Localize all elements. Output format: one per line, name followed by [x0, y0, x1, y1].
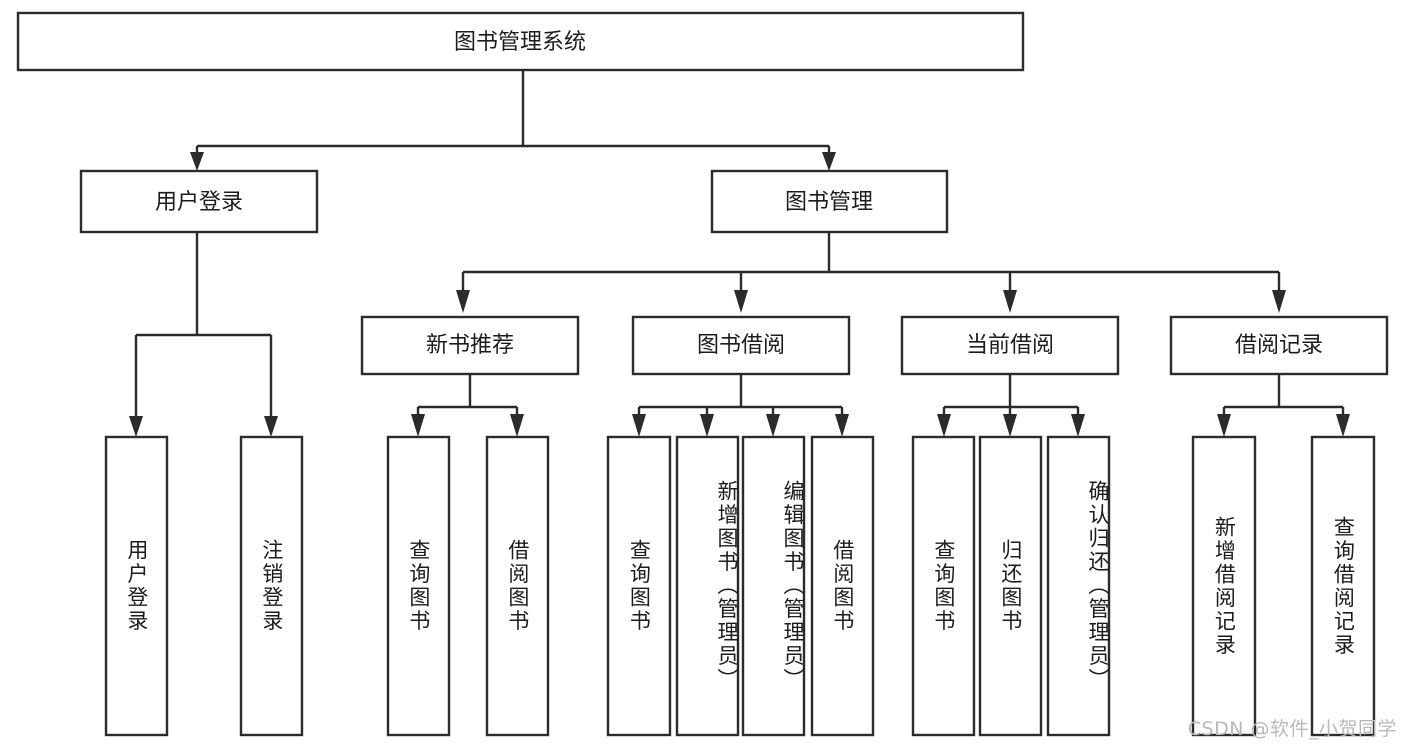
arrow-head-leaf-edit-book	[766, 414, 780, 437]
node-box-book-management[interactable]	[710, 169, 949, 234]
node-box-leaf-add-record[interactable]	[1191, 435, 1257, 737]
node-borrow-record[interactable]: 借阅记录	[1169, 315, 1389, 376]
arrow-head-leaf-borrow-book-2	[835, 414, 849, 437]
node-label-book-management: 图书管理	[785, 190, 873, 215]
node-new-book-recommend[interactable]: 新书推荐	[360, 315, 580, 376]
node-box-leaf-query-book-1[interactable]	[386, 435, 451, 737]
arrow-head-leaf-query-book-3	[937, 414, 951, 437]
node-root[interactable]: 图书管理系统	[16, 11, 1025, 72]
csdn-watermark: CSDN @软件_小贺同学	[1187, 718, 1397, 740]
node-box-leaf-return-book[interactable]	[978, 435, 1043, 737]
node-box-user-login[interactable]	[79, 169, 319, 234]
arrow-head-user-login	[190, 152, 204, 171]
arrow-head-leaf-query-record	[1336, 414, 1350, 437]
node-box-leaf-query-record[interactable]	[1310, 435, 1376, 737]
arrow-head-borrow-record	[1272, 290, 1286, 313]
arrow-head-current-borrow	[1003, 290, 1017, 313]
connector-group-book-borrow	[632, 374, 849, 437]
arrow-head-leaf-return-book	[1003, 414, 1017, 437]
node-box-leaf-confirm-return[interactable]	[1046, 435, 1111, 737]
node-box-current-borrow[interactable]	[900, 315, 1120, 376]
arrow-head-leaf-add-record	[1217, 414, 1231, 437]
leaf-boxes	[104, 435, 1376, 737]
node-label-root: 图书管理系统	[454, 30, 586, 55]
node-box-leaf-user-logout[interactable]	[239, 435, 304, 737]
node-book-borrow[interactable]: 图书借阅	[631, 315, 851, 376]
node-box-new-book-recommend[interactable]	[360, 315, 580, 376]
arrow-head-book-management	[822, 152, 836, 171]
arrow-head-new-book-recommend	[456, 290, 470, 313]
node-box-leaf-borrow-book-2[interactable]	[810, 435, 875, 737]
node-box-leaf-edit-book[interactable]	[741, 435, 806, 737]
connector-group-borrow-record	[1217, 374, 1350, 437]
arrow-head-leaf-confirm-return	[1071, 414, 1085, 437]
node-box-leaf-borrow-book-1[interactable]	[485, 435, 550, 737]
node-book-management[interactable]: 图书管理	[710, 169, 949, 234]
node-user-login[interactable]: 用户登录	[79, 169, 319, 234]
node-label-current-borrow: 当前借阅	[966, 333, 1054, 358]
node-label-user-login: 用户登录	[155, 190, 243, 215]
node-label-borrow-record: 借阅记录	[1235, 333, 1323, 358]
arrow-head-leaf-borrow-book-1	[510, 414, 524, 437]
node-current-borrow[interactable]: 当前借阅	[900, 315, 1120, 376]
node-box-leaf-user-login[interactable]	[104, 435, 169, 737]
arrow-head-leaf-add-book	[700, 414, 714, 437]
arrow-head-leaf-query-book-2	[632, 414, 646, 437]
connector-group-new-book-recommend	[411, 374, 524, 437]
arrow-head-leaf-user-login	[129, 416, 143, 437]
arrow-head-book-borrow	[734, 290, 748, 313]
node-box-root[interactable]	[16, 11, 1025, 72]
connector-group-root	[190, 70, 836, 171]
node-box-borrow-record[interactable]	[1169, 315, 1389, 376]
node-label-new-book-recommend: 新书推荐	[426, 333, 514, 358]
node-box-leaf-query-book-2[interactable]	[606, 435, 672, 737]
node-box-leaf-add-book[interactable]	[675, 435, 740, 737]
node-label-book-borrow: 图书借阅	[697, 333, 785, 358]
connector-group-book-management	[456, 232, 1286, 313]
node-box-leaf-query-book-3[interactable]	[911, 435, 976, 737]
connector-group-user-login	[129, 232, 278, 437]
arrow-head-leaf-user-logout	[264, 416, 278, 437]
connector-group-current-borrow	[937, 374, 1085, 437]
node-box-book-borrow[interactable]	[631, 315, 851, 376]
arrow-head-leaf-query-book-1	[411, 414, 425, 437]
